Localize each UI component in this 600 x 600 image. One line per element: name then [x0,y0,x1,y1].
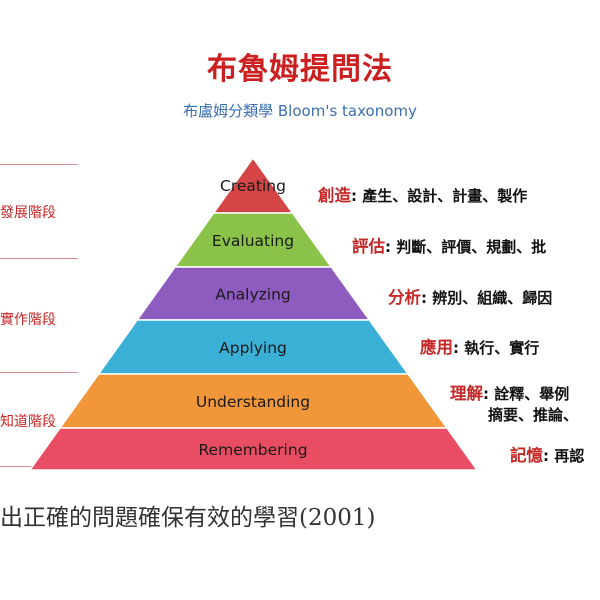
colon: : [453,339,459,357]
level-desc-creating: 創造: 產生、設計、計畫、製作 [318,182,527,206]
level-verbs-analyzing: 辨別、組織、歸因 [432,289,553,307]
diagram-title: 布魯姆提問法 [207,52,393,87]
level-verbs-evaluating: 判斷、評價、規劃、批 [396,238,547,256]
level-verbs-creating: 產生、設計、計畫、製作 [362,187,528,205]
stage-label-develop: 發展階段 [0,205,56,221]
diagram-subtitle: 布盧姆分類學 Bloom's taxonomy [183,102,417,120]
level-name-evaluating: Evaluating [212,232,294,250]
stage-label-know: 知道階段 [0,414,56,430]
stage-divider [0,258,78,259]
caption: 出正確的問題確保有效的學習(2001) [0,505,376,531]
level-name-remembering: Remembering [198,441,307,459]
level-zh-creating: 創造 [318,186,351,205]
level-name-understanding: Understanding [196,393,310,411]
colon: : [351,187,357,205]
level-zh-evaluating: 評估 [352,237,385,256]
stage-divider [0,164,78,165]
level-verbs-understanding-2: 摘要、推論、 [488,406,579,424]
level-desc-applying: 應用: 執行、實行 [420,334,539,358]
level-name-creating: Creating [220,177,286,195]
stage-label-practice: 實作階段 [0,312,56,328]
level-zh-understanding: 理解 [450,384,483,403]
level-zh-remembering: 記憶 [510,446,543,465]
level-name-analyzing: Analyzing [215,286,291,304]
level-verbs-remembering: 再認 [554,447,585,465]
level-verbs-understanding: 詮釋、舉例 [494,385,570,403]
pyramid-level-remembering [28,427,479,471]
level-desc-evaluating: 評估: 判斷、評價、規劃、批 [352,233,546,257]
level-zh-analyzing: 分析 [388,288,421,307]
level-desc-understanding: 理解: 詮釋、舉例 [450,380,569,404]
colon: : [421,289,427,307]
colon: : [543,447,549,465]
level-name-applying: Applying [219,339,287,357]
colon: : [483,385,489,403]
level-desc-remembering: 記憶: 再認 [510,442,584,466]
stage-divider [0,372,78,373]
level-verbs-applying: 執行、實行 [464,339,540,357]
level-zh-applying: 應用 [420,338,453,357]
level-desc-analyzing: 分析: 辨別、組織、歸因 [388,284,552,308]
colon: : [385,238,391,256]
